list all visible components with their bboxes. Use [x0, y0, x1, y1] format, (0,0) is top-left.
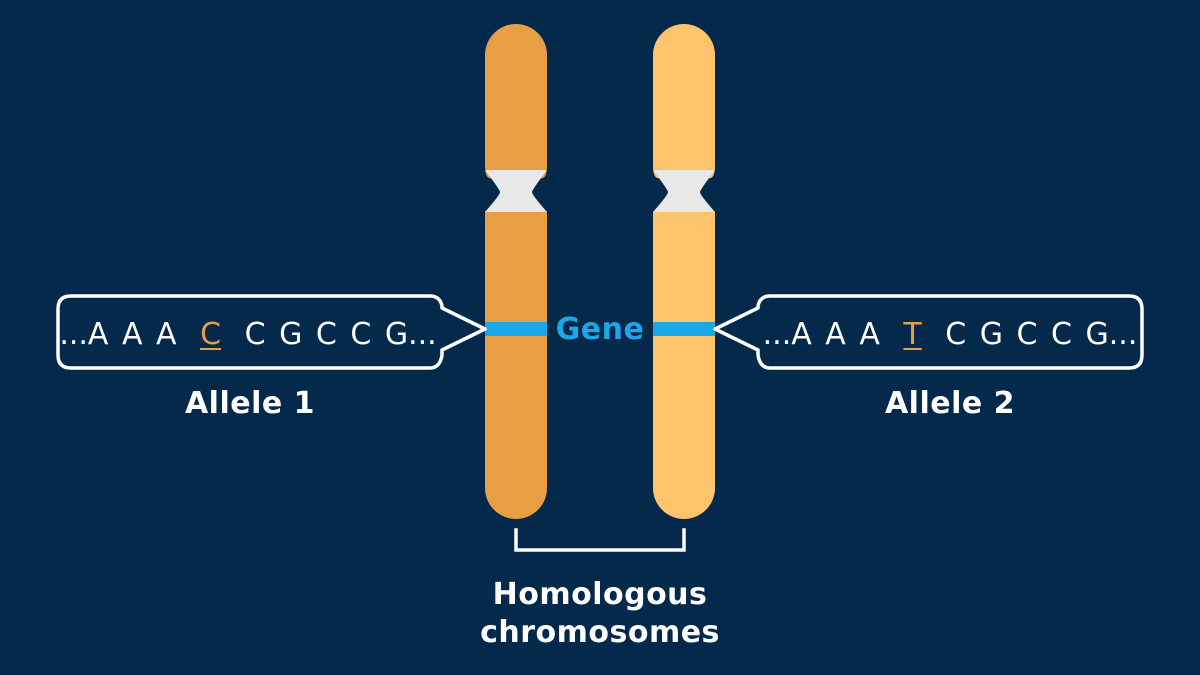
chromosome-1-gene-band — [485, 322, 547, 336]
allele-1-sequence-suffix: C G C C G... — [231, 316, 437, 352]
homologous-label-line-1: Homologous — [492, 577, 708, 612]
chromosome-1-lower-arm — [485, 212, 547, 519]
homologous-label-line-2: chromosomes — [480, 615, 720, 650]
chromosome-1 — [485, 24, 547, 519]
chromosome-2-centromere — [653, 170, 715, 212]
homologous-bracket — [514, 528, 686, 552]
allele-2-label: Allele 2 — [884, 386, 1016, 421]
allele-2-sequence-prefix: ...A A A — [762, 316, 894, 352]
allele-1-sequence: ...A A A C C G C C G... — [58, 301, 438, 367]
allele-2-sequence: ...A A A T C G C C G... — [760, 301, 1140, 367]
allele-2-callout-box — [713, 294, 1144, 370]
allele-1-mutation-base: C — [200, 316, 222, 352]
allele-1-sequence-prefix: ...A A A — [59, 316, 191, 352]
chromosome-2-upper-arm — [653, 24, 715, 179]
allele-2-mutation-base: T — [903, 316, 922, 352]
allele-2-sequence-suffix: C G C C G... — [931, 316, 1138, 352]
chromosome-2-gene-band — [653, 322, 715, 336]
allele-1-label: Allele 1 — [184, 386, 316, 421]
chromosome-1-centromere — [485, 170, 547, 212]
chromosome-2-lower-arm — [653, 212, 715, 519]
gene-label: Gene — [555, 312, 645, 347]
chromosome-2 — [653, 24, 715, 519]
homologous-chromosomes-label: Homologous chromosomes — [450, 576, 750, 652]
chromosome-1-upper-arm — [485, 24, 547, 179]
allele-1-callout-box — [56, 294, 487, 370]
